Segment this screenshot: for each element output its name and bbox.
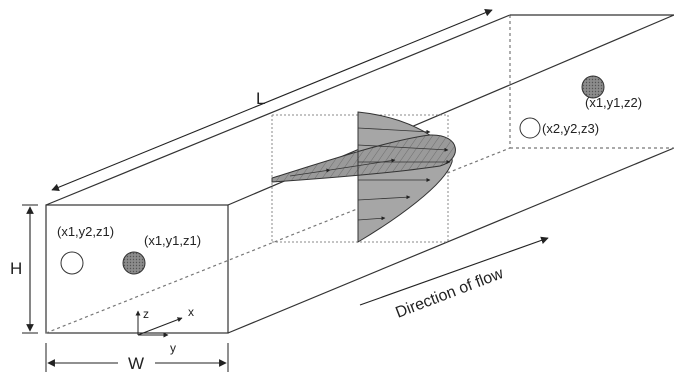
edge-bottom-right [227, 147, 674, 334]
coordinate-axes [135, 310, 183, 338]
point-label-front-right: (x1,y1,z1) [144, 233, 201, 248]
point-open-back [519, 117, 541, 139]
axis-label-y: y [170, 341, 176, 355]
point-label-back-right: (x1,y1,z2) [585, 95, 642, 110]
point-filled-front [122, 251, 146, 275]
point-label-back-left: (x2,y2,z3) [542, 121, 599, 136]
length-arrow [51, 9, 493, 191]
point-label-front-left: (x1,y2,z1) [57, 224, 114, 239]
width-label: W [128, 354, 144, 373]
point-open-front [60, 251, 84, 275]
axis-x [137, 317, 183, 336]
height-label: H [10, 259, 22, 278]
axis-label-x: x [188, 305, 194, 319]
axis-label-z: z [143, 307, 149, 321]
velocity-profile [271, 111, 456, 243]
flow-direction-arrow [359, 236, 549, 306]
vertical-velocity-profile [357, 111, 453, 243]
length-label: L [256, 89, 265, 108]
point-filled-back [581, 75, 605, 99]
